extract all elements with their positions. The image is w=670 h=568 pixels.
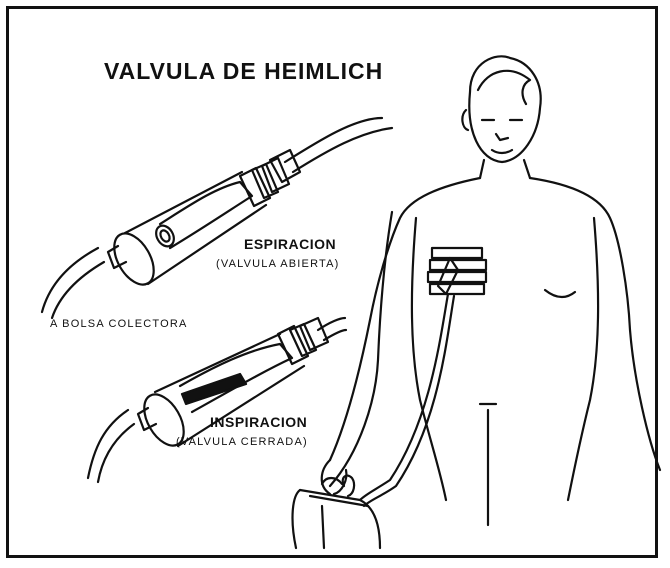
inspiration-note-label: (VALVULA CERRADA) xyxy=(176,436,308,448)
inspiration-label: INSPIRACION xyxy=(210,414,307,430)
diagram-title: VALVULA DE HEIMLICH xyxy=(104,58,383,85)
patient-figure-icon xyxy=(293,56,660,548)
expiration-note-label: (VALVULA ABIERTA) xyxy=(216,258,340,270)
valve-expiration-icon xyxy=(42,118,392,318)
collection-bag-label: A BOLSA COLECTORA xyxy=(50,318,188,330)
valve-inspiration-icon xyxy=(88,318,346,482)
expiration-label: ESPIRACION xyxy=(244,236,336,252)
